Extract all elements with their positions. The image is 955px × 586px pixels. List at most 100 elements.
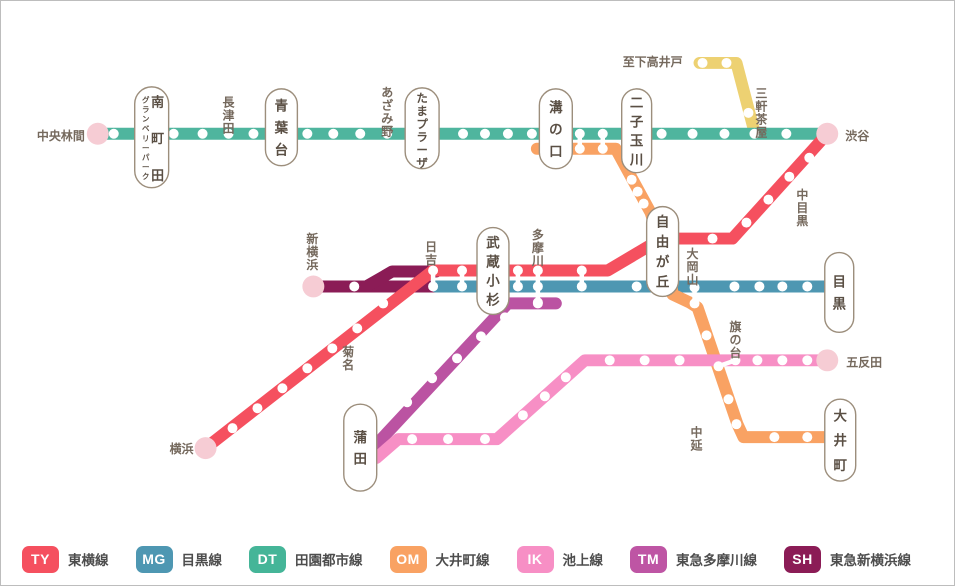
station-dot-OM [701,330,712,341]
station-label: 新横浜 [306,231,319,272]
station-dot-MG [754,281,765,292]
station-dot-DT [656,128,667,139]
station-dot-TY [227,423,238,434]
station-dot-MG [631,281,642,292]
interchange-dot [574,128,585,139]
station-dot-TM [402,397,413,408]
interchange-dot [689,282,700,293]
station-box-label: 南町田 [151,94,164,183]
station-dot-IK [517,410,528,421]
station-box-青葉台 [264,88,299,167]
terminal-渋谷 [816,122,839,145]
station-dot-TY [763,194,774,205]
station-box-label: たまプラーザ [416,92,428,170]
station-dot-IK [539,391,550,402]
station-dot-DT [168,128,179,139]
station-dot-IK [777,355,788,366]
station-box-たまプラーザ [404,87,440,170]
station-box-武蔵小杉 [476,226,510,316]
station-box-label: 武蔵小杉 [486,235,500,308]
station-dot-TY [784,171,795,182]
terminal-横浜 [194,437,217,460]
station-label: 中央林間 [37,128,85,143]
station-box-自由が丘 [645,205,680,298]
station-dot-DT [223,128,234,139]
station-box-label: 自由が丘 [656,214,670,290]
station-label: 至下高井戸 [623,54,683,69]
line-code-badge-MG: MG [135,545,173,573]
station-label: 大岡山 [687,246,699,287]
station-label: 菊名 [341,344,354,372]
station-dot-DT [719,128,730,139]
station-dot-IK [639,355,650,366]
station-dot-OM [802,432,813,443]
station-dot-IK [604,355,615,366]
station-dot-SH [349,281,360,292]
interchange-dot [428,281,439,292]
station-box-二子玉川 [620,88,653,174]
interchange-dot [576,281,587,292]
line-name-label: 目黒線 [181,553,223,568]
interchange-dot [689,298,700,309]
line-code-badge-TY: TY [22,545,59,573]
station-dot-OM [632,186,643,197]
station-box-目黒 [824,251,855,334]
station-dot-OM [769,432,780,443]
station-dot-DT [749,128,760,139]
station-dot-IK [407,434,418,445]
station-dot-TY [741,217,752,228]
station-dot-MG [729,281,740,292]
station-box-label: 二子玉川 [629,95,644,167]
station-dot-DT [328,128,339,139]
interchange-dot [597,143,608,154]
interchange-dot [532,265,543,276]
station-dot-OM [723,394,734,405]
station-dot-DT [355,128,366,139]
station-dot-IK [802,355,813,366]
station-dot-TY [327,343,338,354]
station-box-label: 蒲田 [354,429,368,467]
line-code-badge-TM: TM [630,545,667,573]
line-SH [360,265,443,293]
legend-item-MG: MG 目黒線 [135,545,223,573]
line-name-label: 田園都市線 [295,553,363,568]
interchange-dot [457,265,468,276]
line-name-label: 大井町線 [435,553,490,568]
line-code-badge-OM: OM [389,545,427,573]
interchange-dot [532,281,543,292]
station-dot-TY [352,323,363,334]
station-dot-MG [777,281,788,292]
station-dot-DT [197,128,208,139]
station-box-label: グランベリーパーク [142,94,150,181]
station-dot-TY [252,403,263,414]
station-box-蒲田 [343,403,378,492]
station-label: 横浜 [170,441,194,456]
terminal-中央林間 [86,122,109,145]
station-label: 日吉 [425,240,437,267]
station-dot-DT [458,128,469,139]
station-dot-IK [752,355,763,366]
station-dot-TY [277,383,288,394]
station-dot-OM [626,174,637,185]
station-dot-DT [479,128,490,139]
station-box-溝の口 [538,88,573,170]
station-dot-SG [697,57,708,68]
line-IK [370,354,834,465]
station-dot-SG [743,107,754,118]
station-label: 中目黒 [796,187,808,228]
station-label: 五反田 [846,354,882,369]
line-SG [693,56,761,138]
terminal-新横浜 [302,275,325,298]
interchange-dot [512,265,523,276]
line-code-badge-IK: IK [516,545,554,573]
station-dot-DT [382,128,393,139]
interchange-dot [428,265,439,276]
station-box-label: 大井町 [834,407,848,473]
station-dot-DT [687,128,698,139]
station-dot-IK [674,355,685,366]
interchange-dot [457,281,468,292]
